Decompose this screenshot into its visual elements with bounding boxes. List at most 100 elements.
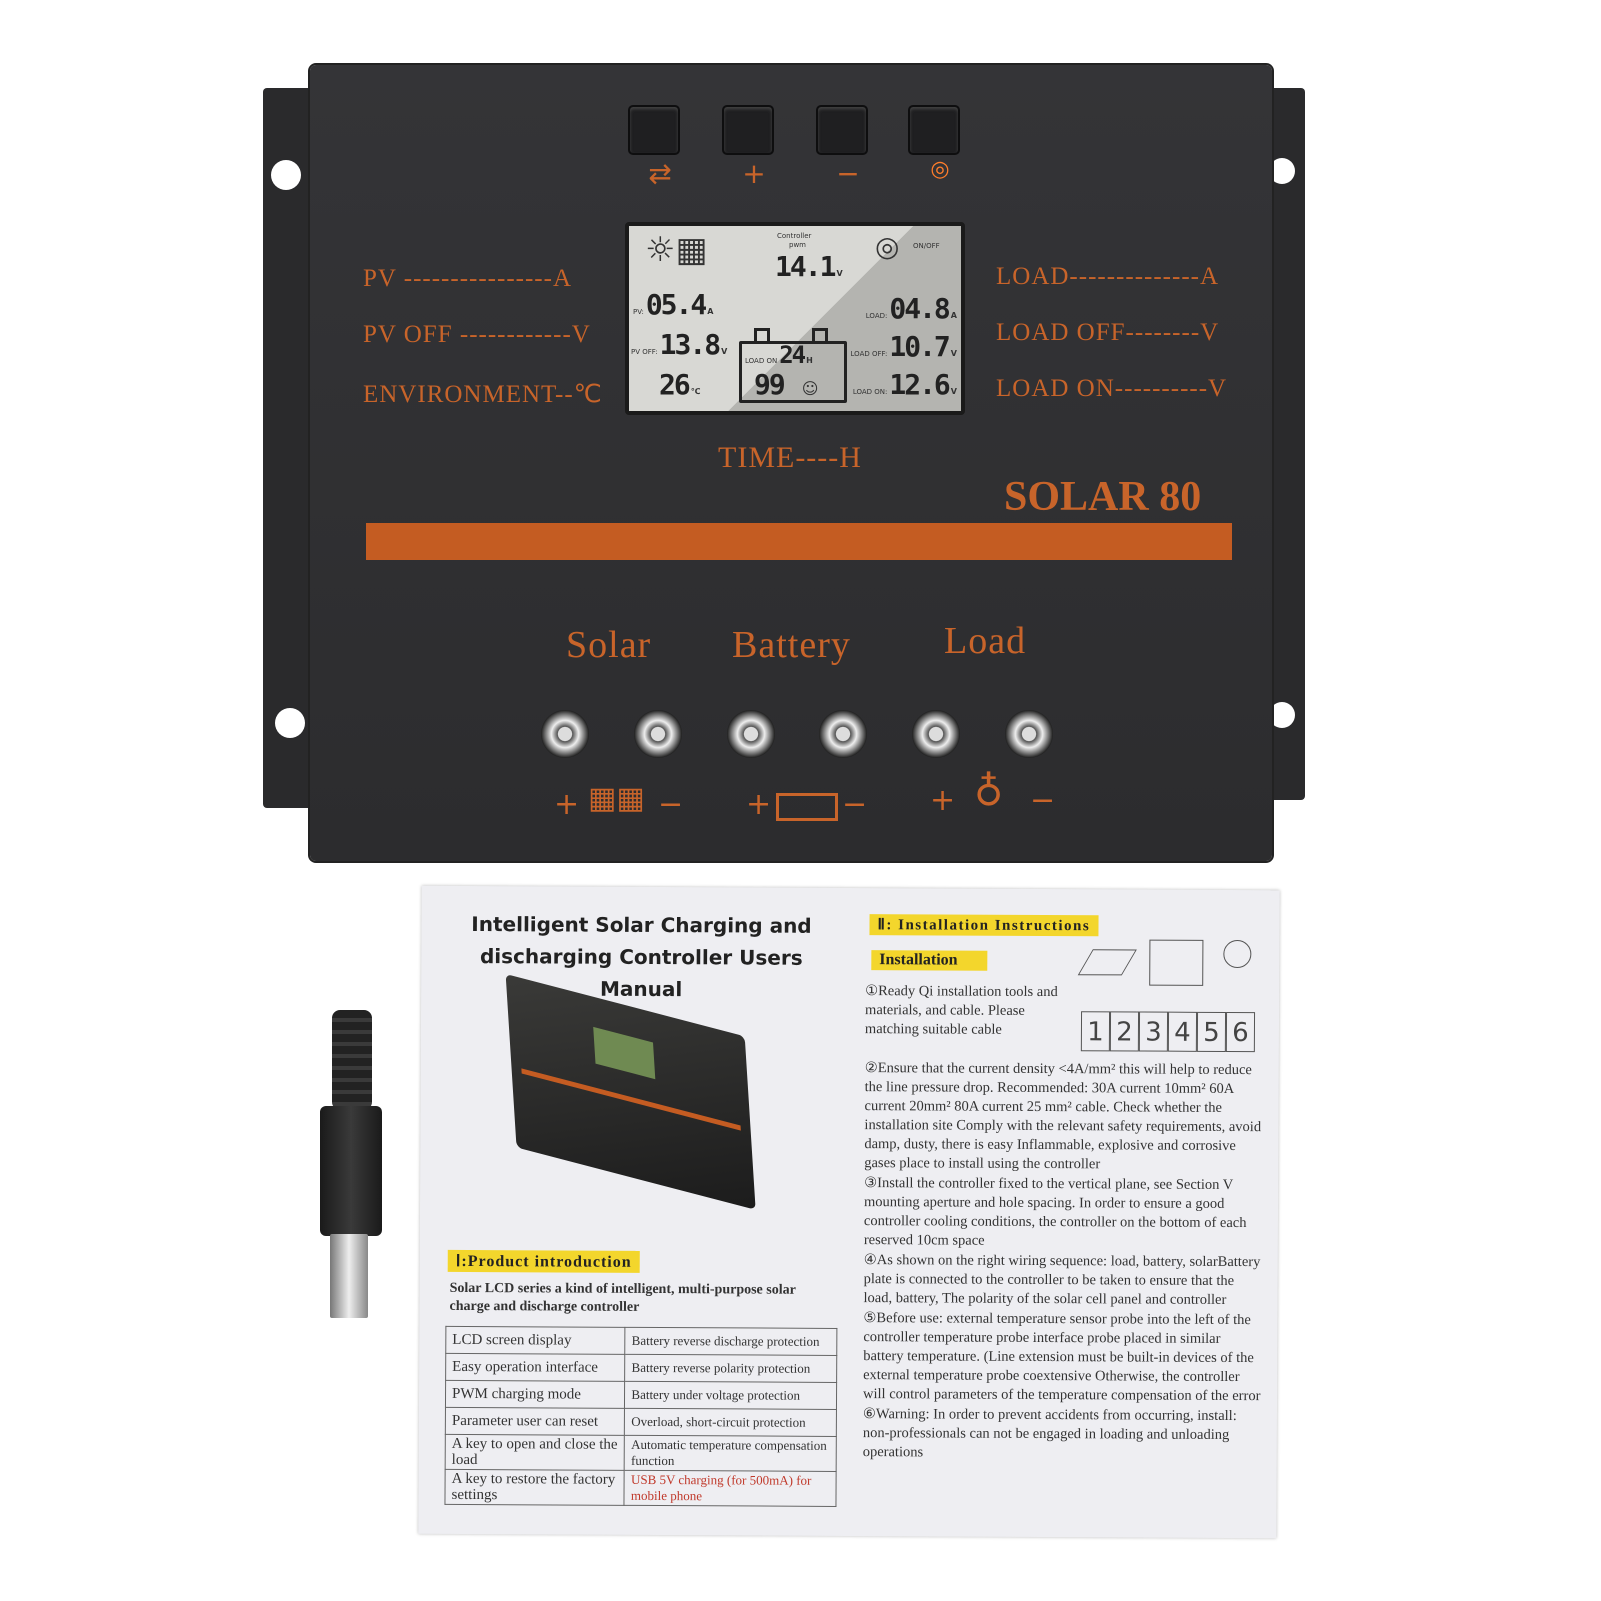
lcd-load-off-label: LOAD OFF:: [850, 350, 888, 358]
feature-name: LCD screen display: [445, 1326, 626, 1355]
lcd-load-on-reading: LOAD ON: 12.6 V: [853, 370, 957, 400]
left-mounting-bracket: [263, 88, 318, 808]
solar-panel-icon: ▦▦: [588, 781, 645, 816]
battery-plus-sign: +: [746, 787, 772, 822]
manual-title-line: discharging Controller Users Manual: [479, 944, 803, 1002]
lcd-bulb-icon: ◎: [875, 230, 900, 263]
lcd-load-on-time: 24: [779, 341, 806, 369]
menu-switch-button[interactable]: [628, 105, 680, 155]
feature-protection: Overload, short-circuit protection: [624, 1408, 837, 1437]
lcd-temperature: 26: [659, 368, 691, 401]
lcd-pwm-label: pwm: [789, 241, 806, 249]
lcd-controller-label: Controller: [777, 232, 812, 240]
lcd-unit: V: [950, 387, 957, 396]
lcd-battery-reading: 99 ☺: [754, 370, 818, 400]
lcd-load-on-label: LOAD ON:: [852, 388, 888, 396]
load-negative-terminal[interactable]: [1005, 710, 1053, 758]
lcd-load-off: 10.7: [889, 330, 950, 363]
terminal-label-battery: Battery: [732, 624, 851, 666]
minus-icon: −: [836, 157, 860, 190]
product-intro-text: Solar LCD series a kind of intelligent, …: [449, 1280, 796, 1315]
lcd-load-on-time-reading: LOAD ON 24 H: [745, 342, 813, 368]
solar-negative-terminal[interactable]: [634, 710, 682, 758]
feature-protection: Battery reverse polarity protection: [624, 1354, 837, 1383]
feature-name: Easy operation interface: [445, 1353, 626, 1382]
mount-hole: [1269, 702, 1295, 728]
solar-minus-sign: −: [658, 787, 684, 822]
terminal-label-load: Load: [944, 620, 1027, 662]
lcd-pv-label: PV:: [633, 308, 644, 316]
lcd-unit: A: [950, 311, 957, 320]
switch-arrows-icon: ⇄: [648, 157, 672, 190]
bulb-icon: ◎: [930, 157, 950, 182]
install-step-1: ①Ready Qi installation tools and materia…: [864, 983, 1058, 1038]
lcd-pv-off-label: PV OFF:: [631, 348, 658, 356]
mount-hole: [275, 708, 305, 738]
lcd-temperature-reading: 26 ℃: [659, 370, 700, 400]
installation-steps: ①Ready Qi installation tools and materia…: [863, 982, 1266, 1464]
install-step-2: ②Ensure that the current density <4A/mm²…: [864, 1060, 1262, 1173]
lcd-smiley-icon: ☺: [801, 379, 819, 398]
feature-name: Parameter user can reset: [445, 1407, 625, 1436]
feature-protection: USB 5V charging (for 500mA) for mobile p…: [624, 1470, 837, 1507]
battery-positive-terminal[interactable]: [727, 710, 775, 758]
lcd-display: ☼▦ Controller pwm 14.1 V ◎ ON/OFF PV: 05…: [625, 222, 965, 415]
mount-hole: [1269, 158, 1295, 184]
label-load-on: LOAD ON----------V: [996, 375, 1228, 402]
lcd-load-reading: LOAD: 04.8 A: [866, 294, 957, 324]
load-positive-terminal[interactable]: [912, 710, 960, 758]
label-environment: ENVIRONMENT--℃: [363, 381, 603, 408]
lcd-load-on: 12.6: [889, 368, 950, 401]
battery-minus-sign: −: [842, 787, 868, 822]
lcd-load-on-time-label: LOAD ON: [745, 357, 778, 365]
feature-protection: Battery under voltage protection: [624, 1381, 837, 1410]
plus-icon: +: [742, 157, 766, 190]
load-light-button[interactable]: [908, 105, 960, 155]
lcd-load-off-reading: LOAD OFF: 10.7 V: [851, 332, 957, 362]
feature-name: PWM charging mode: [445, 1380, 625, 1409]
lcd-unit: ℃: [690, 387, 701, 396]
minus-button[interactable]: [816, 105, 868, 155]
manual-title-line: Intelligent Solar Charging and: [471, 912, 812, 938]
lcd-unit: A: [707, 307, 714, 316]
lcd-controller-reading: 14.1 V: [775, 252, 843, 282]
install-step-6: ⑥Warning: In order to prevent accidents …: [862, 1406, 1237, 1461]
solar-panel-icon: ☼▦: [645, 230, 708, 270]
feature-protection: Battery reverse discharge protection: [625, 1327, 837, 1356]
subsection-installation: Installation: [871, 950, 988, 971]
lcd-unit: V: [721, 347, 728, 356]
feature-name: A key to restore the factory settings: [444, 1469, 625, 1506]
lcd-load-current: 04.8: [889, 292, 950, 325]
solar-plus-sign: +: [554, 787, 580, 822]
load-minus-sign: −: [1030, 783, 1056, 818]
plus-button[interactable]: [722, 105, 774, 155]
product-photo: [505, 973, 756, 1210]
lcd-on-off: ON/OFF: [913, 242, 940, 250]
label-pv: PV ----------------A: [363, 265, 573, 292]
lcd-battery-percent: 99: [754, 368, 786, 401]
mount-hole: [271, 160, 301, 190]
lcd-pv-off-reading: PV OFF: 13.8 V: [631, 330, 727, 360]
lcd-pv-off: 13.8: [659, 328, 721, 361]
dc-plug: [318, 1010, 388, 1320]
user-manual: Intelligent Solar Charging and dischargi…: [418, 885, 1280, 1539]
battery-negative-terminal[interactable]: [819, 710, 867, 758]
lcd-unit: V: [950, 349, 957, 358]
lcd-unit: H: [806, 356, 813, 365]
charge-controller: ⇄ + − ◎ PV ----------------A PV OFF ----…: [310, 65, 1272, 861]
section-installation-instructions: Ⅱ: Installation Instructions: [869, 914, 1099, 937]
label-pv-off: PV OFF ------------V: [363, 321, 591, 348]
lcd-controller-voltage: 14.1: [775, 250, 836, 283]
install-step-5: ⑤Before use: external temperature sensor…: [863, 1310, 1261, 1405]
label-load: LOAD--------------A: [996, 263, 1220, 290]
install-step-3: ③Install the controller fixed to the ver…: [863, 1175, 1247, 1249]
model-name: SOLAR 80: [1004, 474, 1202, 520]
solar-positive-terminal[interactable]: [541, 710, 589, 758]
feature-name: A key to open and close the load: [445, 1434, 625, 1471]
